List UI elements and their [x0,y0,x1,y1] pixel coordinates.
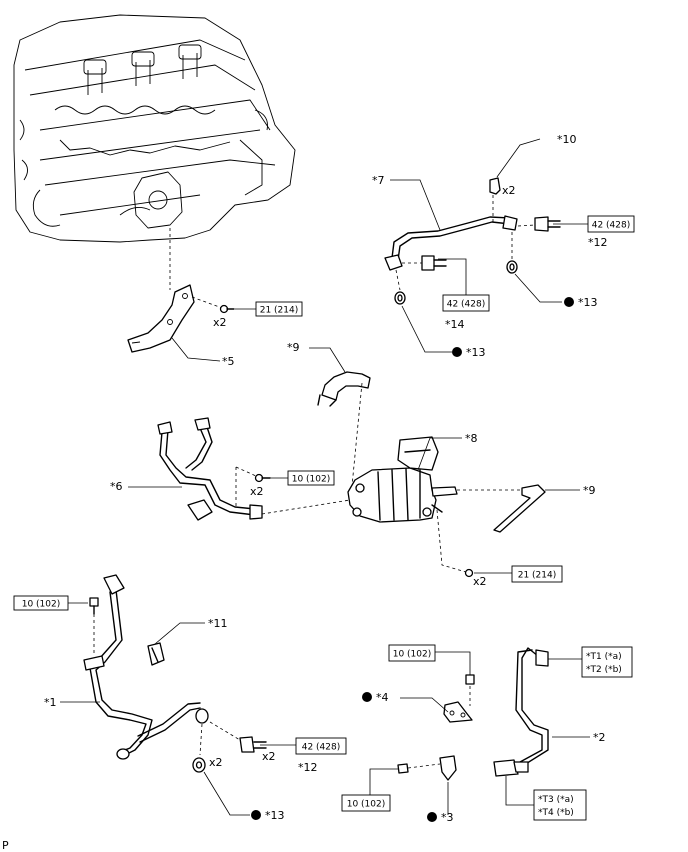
part-2-pipe [493,647,549,777]
terminal-t4: *T4 (*b) [538,808,574,818]
multiplier-x2: x2 [250,485,264,498]
multiplier-x2: x2 [213,316,227,329]
gasket-13-c [192,757,206,773]
bolt-3 [397,763,409,774]
bolt-6 [254,473,271,483]
new-part-dot [452,347,462,357]
torque-text: 10 (102) [393,650,432,660]
torque-text: 10 (102) [22,600,61,610]
new-part-dot [564,297,574,307]
label-part-13-right: *13 [578,296,598,309]
label-part-11: *11 [208,617,228,630]
label-part-10: *10 [557,133,577,146]
label-part-12-bottom: *12 [298,761,318,774]
torque-box-10-b: 10 (102) [13,595,69,611]
torque-text: 10 (102) [347,800,386,810]
torque-text: 42 (428) [447,300,486,310]
multiplier-x2: x2 [262,750,276,763]
multiplier-x2: x2 [209,756,223,769]
torque-text: 42 (428) [592,221,631,231]
part-4-bracket [443,701,473,723]
label-part-4: *4 [376,691,389,704]
part-7-pipe [384,215,518,271]
label-part-5: *5 [222,355,235,368]
label-part-1: *1 [44,696,57,709]
torque-box-21-a: 21 (214) [255,301,303,317]
terminal-t2: *T2 (*b) [586,665,622,675]
multiplier-x2: x2 [502,184,516,197]
new-part-dot [362,692,372,702]
terminal-t1: *T1 (*a) [586,652,622,662]
torque-box-42-c: 42 (428) [295,737,347,755]
figure-code: P [2,839,9,852]
bolt-12-top [534,216,561,232]
part-9-hose-right [493,484,546,533]
multiplier-x2: x2 [473,575,487,588]
part-6-pipe [157,417,263,521]
torque-text: 21 (214) [518,571,557,581]
bolt-12-bottom [239,736,267,753]
label-part-8: *8 [465,432,478,445]
torque-text: 42 (428) [302,743,341,753]
part-8-egr-cooler [347,436,458,523]
torque-text: 10 (102) [292,475,331,485]
part-10-clip [489,177,501,195]
gasket-13-b [506,260,518,274]
part-3-bracket [439,755,457,781]
part-11-clamp [147,642,165,666]
part-5-bracket [127,284,195,353]
bolt-4 [465,674,475,685]
part-9-hose-upper [317,371,371,407]
torque-box-10-c: 10 (102) [388,644,436,662]
part-1-pipe [83,574,209,760]
gasket-13-a [394,291,406,305]
label-part-9-upper: *9 [287,341,300,354]
label-part-13-bottom: *13 [265,809,285,822]
label-part-9-right: *9 [583,484,596,497]
engine-block-illustration [13,14,296,243]
new-part-dot [251,810,261,820]
terminal-box-t3-t4: *T3 (*a) *T4 (*b) [533,789,587,821]
bolt-8 [464,568,474,578]
new-part-dot [427,812,437,822]
bolt-1 [89,597,99,615]
torque-text: 21 (214) [260,306,299,316]
torque-box-10-a: 10 (102) [287,470,335,486]
terminal-t3: *T3 (*a) [538,795,574,805]
label-part-13-middle: *13 [466,346,486,359]
label-part-3: *3 [441,811,454,824]
torque-box-10-d: 10 (102) [341,794,391,812]
label-part-2: *2 [593,731,606,744]
torque-box-21-b: 21 (214) [511,565,563,583]
label-part-12-top: *12 [588,236,608,249]
terminal-box-t1-t2: *T1 (*a) *T2 (*b) [581,646,633,678]
label-part-6: *6 [110,480,123,493]
torque-box-42-b: 42 (428) [442,294,490,312]
bolt-5 [219,304,235,314]
label-part-14: *14 [445,318,465,331]
bolt-14 [421,255,447,271]
label-part-7: *7 [372,174,385,187]
torque-box-42-a: 42 (428) [587,215,635,233]
